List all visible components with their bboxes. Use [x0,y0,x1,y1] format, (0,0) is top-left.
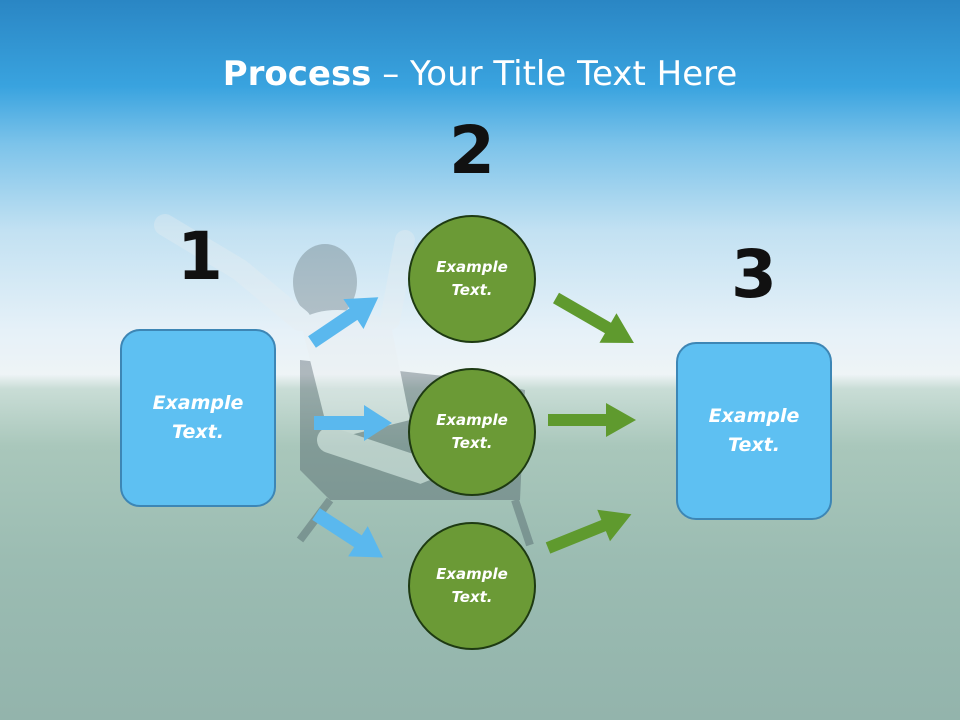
title-bold-part: Process [222,54,372,94]
circle-bottom-line-1: Example [436,565,508,583]
circle-middle-line-1: Example [436,411,508,429]
left-box-line-1: Example [152,392,244,414]
circle-bottom: Example Text. [408,522,536,650]
title-rest-part: – Your Title Text Here [371,54,738,94]
step-number-2: 2 [449,112,495,189]
slide-title: Process – Your Title Text Here [0,52,960,96]
left-text-box: Example Text. [120,329,276,507]
circle-top: Example Text. [408,215,536,343]
step-number-3: 3 [731,236,777,313]
right-text-box: Example Text. [676,342,832,520]
circle-bottom-line-2: Text. [451,588,493,606]
circle-middle: Example Text. [408,368,536,496]
right-box-line-2: Text. [728,434,780,456]
right-box-line-1: Example [708,405,800,427]
left-box-line-2: Text. [172,421,224,443]
circle-top-line-2: Text. [451,281,493,299]
circle-middle-line-2: Text. [451,434,493,452]
step-number-1: 1 [177,218,223,295]
circle-top-line-1: Example [436,258,508,276]
